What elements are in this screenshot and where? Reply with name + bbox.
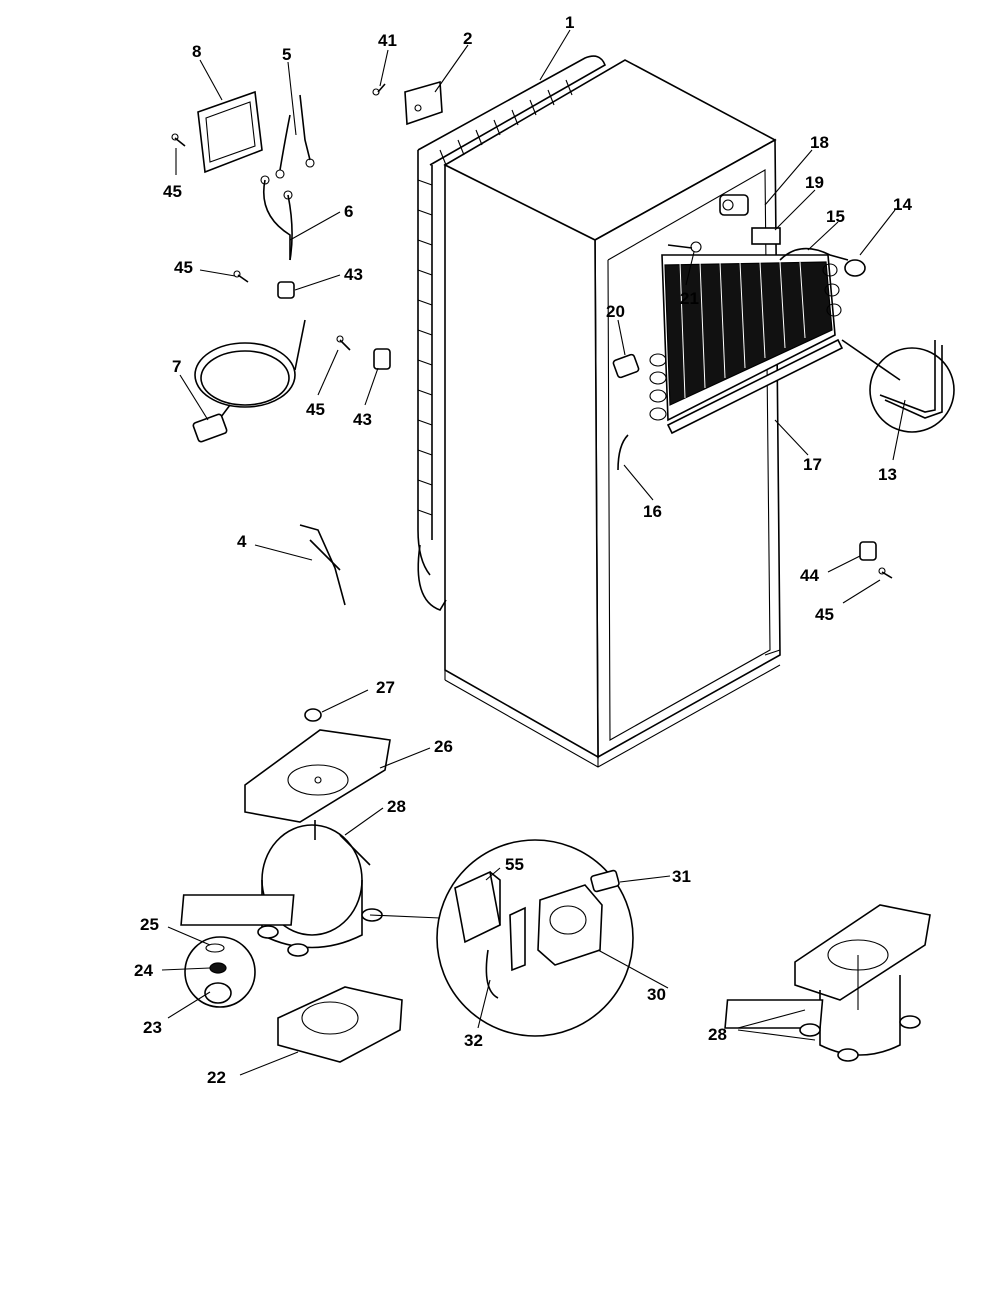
callout-labels: 1 2 41 8 5 45 6 45 43 7 45 43 4 18 19 15…	[134, 13, 912, 1087]
callout-27: 27	[376, 678, 395, 697]
callout-2: 2	[463, 29, 472, 48]
small-cabinet-fittings	[612, 241, 702, 471]
callout-23: 23	[143, 1018, 162, 1037]
callout-17: 17	[803, 455, 822, 474]
callout-18: 18	[810, 133, 829, 152]
callout-45-mid: 45	[174, 258, 193, 277]
callout-45-top: 45	[163, 182, 182, 201]
callout-15: 15	[826, 207, 845, 226]
callout-13: 13	[878, 465, 897, 484]
left-side-parts	[171, 80, 443, 606]
leader-lines	[161, 29, 906, 1076]
callout-55: 55	[505, 855, 524, 874]
callout-45-low: 45	[306, 400, 325, 419]
drain-heater-inset	[869, 340, 955, 433]
callout-21: 21	[680, 289, 699, 308]
callout-16: 16	[643, 502, 662, 521]
evaporator-coil	[649, 254, 844, 435]
callout-5: 5	[282, 45, 291, 64]
right-side-parts	[859, 541, 893, 579]
callout-7: 7	[172, 357, 181, 376]
callout-1: 1	[565, 13, 574, 32]
condenser-coil	[417, 55, 606, 611]
compressor-assembly	[180, 708, 634, 1063]
callout-26: 26	[434, 737, 453, 756]
cabinet	[443, 59, 781, 768]
callout-28: 28	[708, 1025, 727, 1044]
callout-19: 19	[805, 173, 824, 192]
cabinet-top-fittings	[719, 194, 901, 381]
callout-22: 22	[207, 1068, 226, 1087]
callout-29: 28	[387, 797, 406, 816]
callout-25: 25	[140, 915, 159, 934]
compressor-assembly-alt	[724, 904, 931, 1062]
callout-30: 30	[647, 985, 666, 1004]
callout-44: 44	[800, 566, 819, 585]
callout-32: 32	[464, 1031, 483, 1050]
callout-14: 14	[893, 195, 912, 214]
callout-41: 41	[378, 31, 397, 50]
callout-31: 31	[672, 867, 691, 886]
callout-6: 6	[344, 202, 353, 221]
callout-8: 8	[192, 42, 201, 61]
callout-4: 4	[237, 532, 247, 551]
callout-43-low: 43	[353, 410, 372, 429]
callout-43-top: 43	[344, 265, 363, 284]
callout-45-right: 45	[815, 605, 834, 624]
callout-24: 24	[134, 961, 153, 980]
callout-20: 20	[606, 302, 625, 321]
